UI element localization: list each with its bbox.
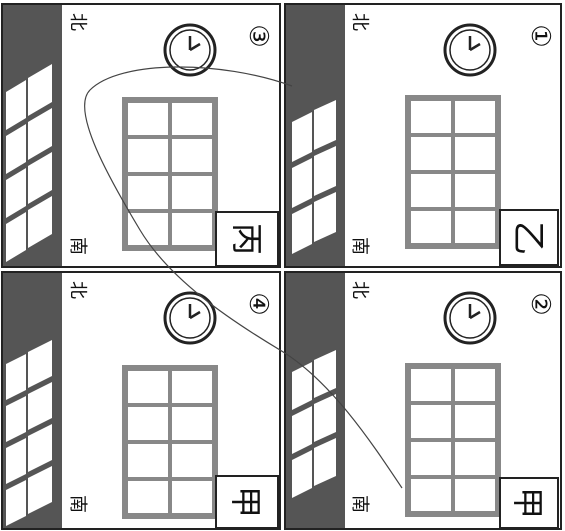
panel-2-south: 南 — [349, 495, 370, 513]
panel-2-north: 北 — [349, 281, 370, 299]
panel-2: 甲 ② 北 南 — [285, 272, 561, 529]
window-frame — [125, 100, 215, 248]
panel-1-north: 北 — [349, 13, 370, 31]
panel-4-number: ④ — [243, 292, 273, 315]
light-patches — [292, 350, 336, 498]
panel-4: 甲 ④ 北 南 — [2, 272, 280, 529]
panel-4-north: 北 — [67, 281, 88, 299]
window-frame — [408, 366, 498, 514]
panel-1-number: ① — [525, 24, 555, 47]
panel-1: 乙 ① 北 南 — [285, 4, 561, 267]
light-patches — [292, 100, 336, 254]
panel-3-north: 北 — [67, 13, 88, 31]
clock-icon — [445, 25, 495, 75]
panel-2-answer: 甲 — [509, 487, 547, 519]
window-frame — [408, 98, 498, 246]
panel-3-number: ③ — [243, 24, 273, 47]
panel-3-answer: 丙 — [228, 223, 266, 255]
panel-3-south: 南 — [67, 237, 88, 255]
window-frame — [125, 368, 215, 516]
clock-icon — [165, 293, 215, 343]
panel-4-south: 南 — [67, 495, 88, 513]
panel-4-answer: 甲 — [227, 486, 265, 518]
clock-icon — [445, 293, 495, 343]
panel-1-south: 南 — [349, 237, 370, 255]
panel-1-answer: 乙 — [508, 221, 548, 255]
panel-2-number: ② — [525, 292, 555, 315]
panel-3: 丙 ③ 北 南 — [2, 4, 280, 267]
